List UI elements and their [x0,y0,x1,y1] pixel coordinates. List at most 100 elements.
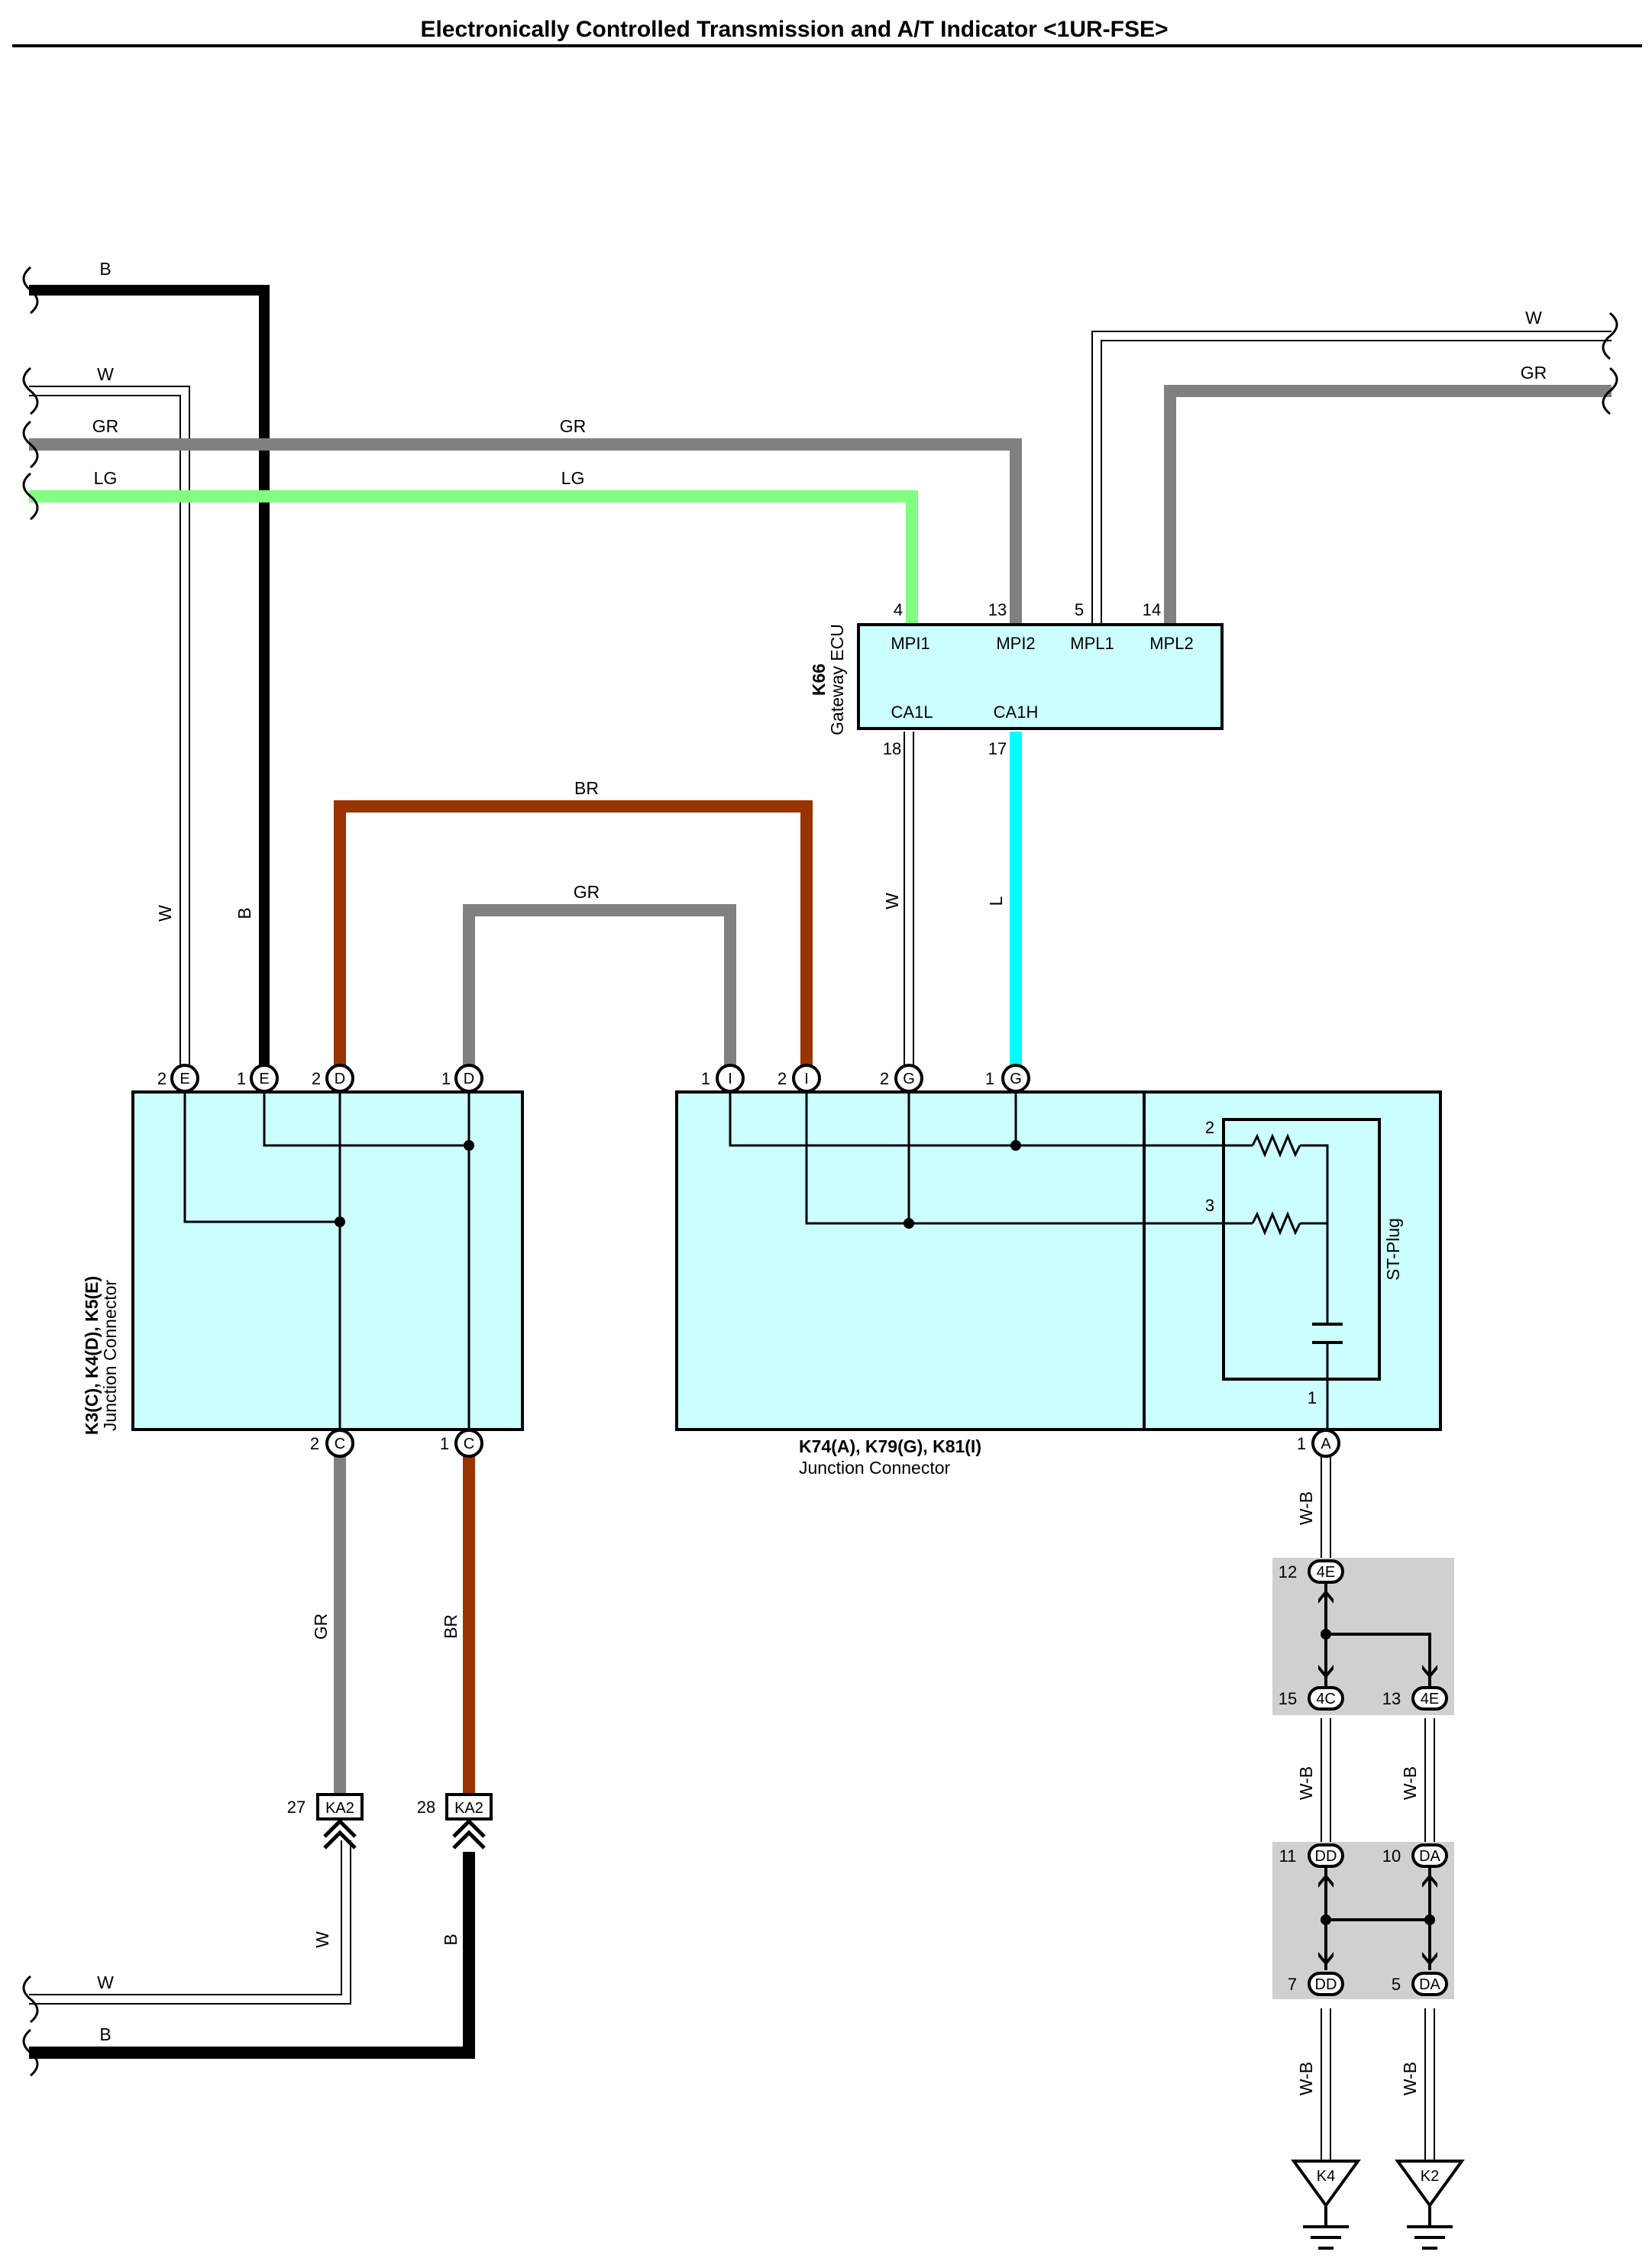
svg-text:2: 2 [880,1069,889,1088]
male-terminal-icon [323,1818,357,1850]
wire-wb-ground [1321,1443,1435,2161]
svg-text:28: 28 [417,1798,435,1817]
svg-text:KA2: KA2 [454,1800,483,1817]
svg-text:D: D [464,1071,474,1087]
svg-text:2: 2 [312,1069,321,1088]
ground-triangle-icon [1291,2160,1361,2208]
svg-text:4E: 4E [1317,1564,1335,1581]
splice-block-upper: 4E 12 4C 15 4E 13 [1272,1558,1454,1715]
wire-w-right [1091,331,1612,625]
male-terminal-icon [452,1818,486,1850]
svg-text:C: C [335,1436,345,1452]
svg-text:A: A [1321,1436,1331,1452]
gateway-ecu-code: K66 [809,664,829,696]
junction-left-name: Junction Connector [100,1280,120,1432]
junction-connector-left: E 2 E 1 D 2 D 1 C 2 C 1 K3(C), K4(D [82,1064,524,1458]
svg-text:13: 13 [1382,1689,1401,1708]
svg-text:E: E [259,1071,269,1087]
label-w-right: W [1525,308,1542,328]
junction-right-name: Junction Connector [799,1458,951,1478]
label-lg-left: LG [94,468,118,488]
splice-dot [464,1140,474,1151]
junction-right-internal [729,1092,1329,1430]
ground-icon [1303,2205,1349,2250]
svg-text:D: D [335,1071,345,1087]
wire-w-bottom [29,1840,351,2005]
label-lg-mid: LG [561,468,585,488]
label-b-bottom: B [99,2024,111,2044]
terminal-arrow-icon [1422,1952,1437,1966]
ka2-connector-28: KA2 28 [417,1793,493,1850]
label-gr-mid: GR [560,416,587,436]
svg-text:1: 1 [441,1069,451,1088]
wire-w-left [29,386,190,1077]
svg-text:10: 10 [1382,1846,1401,1866]
junction-right-pin-1a: A 1 [1297,1429,1340,1458]
label-w-bottom: W [97,1972,114,1992]
svg-text:DA: DA [1419,1976,1440,1993]
st-plug-pin-1: 1 [1308,1388,1317,1407]
label-wb-2: W-B [1296,1766,1316,1800]
svg-text:K2: K2 [1421,2168,1439,2185]
splice-dot [1321,1914,1331,1925]
label-br-top: BR [574,778,599,798]
ka2-connector-27: KA2 27 [287,1793,364,1850]
svg-text:1: 1 [985,1069,994,1088]
gateway-ecu: 4 13 5 14 18 17 MPI1 MPI2 MPL1 MPL2 CA1L… [809,600,1224,758]
gateway-ecu-box [857,623,1224,730]
label-w-ecu: W [882,893,902,909]
wire-b-top [29,285,270,1077]
wire-b-bottom [29,1852,475,2059]
splice-5-da: DA 5 [1392,1952,1448,1996]
svg-text:I: I [804,1071,809,1087]
junction-right-code: K74(A), K79(G), K81(I) [799,1436,981,1456]
svg-text:DD: DD [1315,1848,1337,1865]
junction-right-box [675,1090,1442,1431]
svg-text:11: 11 [1279,1846,1297,1866]
st-plug-label: ST-Plug [1383,1218,1403,1281]
junction-right-pin-2g: G 2 [880,1064,923,1093]
wire-labels: B W GR GR LG LG W GR BR GR W B W L GR BR… [92,259,1547,2095]
st-plug-pin-2: 2 [1205,1118,1214,1137]
terminal-arrow-icon [1318,1590,1334,1604]
ecu-pin-ca1l: CA1L [891,703,933,722]
svg-text:2: 2 [778,1069,787,1088]
svg-text:DD: DD [1315,1976,1337,1993]
resistor-icon [1251,1211,1301,1236]
label-wb-5: W-B [1400,2062,1420,2095]
splice-dot [1424,1914,1435,1925]
splice-dot [1321,1629,1331,1640]
svg-text:KA2: KA2 [325,1800,354,1817]
splice-dot [335,1216,345,1227]
st-plug-box [1222,1118,1381,1381]
label-wb-1: W-B [1296,1491,1316,1525]
splice-10-da: DA 10 [1382,1843,1448,1888]
label-w-vert: W [155,905,175,922]
splice-dot [1010,1140,1021,1151]
splice-11-dd: DD 11 [1279,1843,1344,1888]
svg-text:2: 2 [310,1434,319,1453]
gateway-ecu-name: Gateway ECU [827,624,847,735]
ecu-pin-mpi1: MPI1 [891,634,929,653]
ecu-pin-num-ca1h: 17 [988,739,1007,758]
ground-point-k4: K4 [1291,2160,1361,2250]
wire-br-loop [334,800,813,1077]
label-b-vert: B [234,907,254,919]
svg-text:C: C [464,1436,474,1452]
terminal-arrow-icon [1318,1874,1334,1888]
wire-break-marks [22,266,1618,2077]
ecu-pin-mpi2: MPI2 [996,634,1035,653]
junction-left-pin-2c: C 2 [310,1429,354,1458]
splice-block-lower: DD 11 DA 10 DD 7 DA 5 [1272,1842,1454,1999]
ground-icon [1407,2205,1453,2250]
ecu-pin-num-mpl2: 14 [1143,600,1161,619]
label-br-down: BR [441,1614,461,1639]
svg-text:4E: 4E [1421,1691,1439,1707]
label-b-ka: B [441,1934,461,1945]
wire-lg-left [29,490,918,625]
svg-text:27: 27 [287,1798,306,1817]
ecu-pin-mpl2: MPL2 [1149,634,1193,653]
junction-left-code: K3(C), K4(D), K5(E) [82,1276,102,1435]
junction-left-pin-1e: E 1 [237,1064,279,1093]
